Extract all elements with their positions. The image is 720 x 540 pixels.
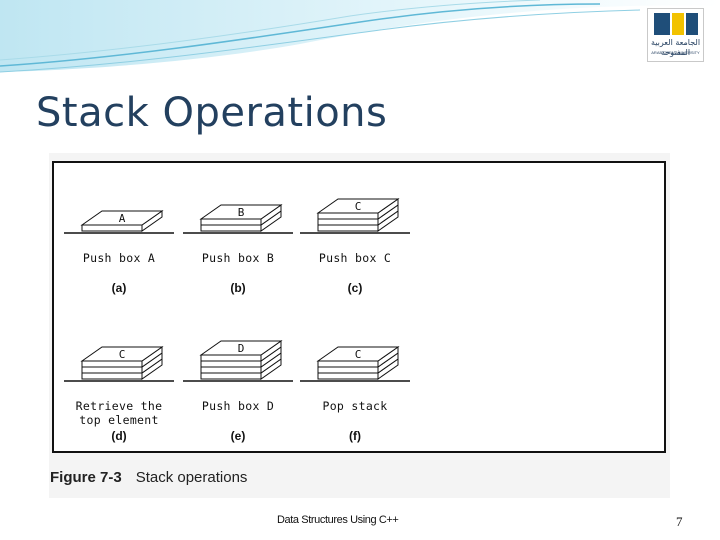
top-box-label: C bbox=[355, 200, 362, 213]
stack-box-layer bbox=[200, 372, 262, 380]
operation-label: Push box B bbox=[173, 251, 303, 265]
stack-panel-6: C Pop stack (f) bbox=[300, 329, 410, 459]
stack-panel-3: C Push box C (c) bbox=[300, 181, 410, 311]
stack-drawing: C bbox=[64, 346, 174, 382]
panel-letter: (b) bbox=[230, 281, 246, 295]
logo-mark-right bbox=[686, 13, 698, 35]
figure-caption: Figure 7-3 Stack operations bbox=[50, 469, 247, 486]
stack-box-layer bbox=[317, 224, 379, 232]
panel-letter: (a) bbox=[111, 281, 127, 295]
logo-mark-middle bbox=[672, 13, 684, 35]
operation-line-1: Push box B bbox=[201, 251, 275, 265]
logo-arabic-text: الجامعة العربية المفتوحة bbox=[650, 38, 701, 57]
operation-line-1: Push box C bbox=[318, 251, 392, 265]
top-box-label: C bbox=[355, 348, 362, 361]
stack-box-layer bbox=[200, 224, 262, 232]
top-box-label: D bbox=[238, 342, 245, 355]
stack-drawing: A bbox=[64, 210, 174, 234]
university-logo: الجامعة العربية المفتوحة ARAB OPEN UNIVE… bbox=[647, 8, 704, 62]
footer-text: Data Structures Using C++ bbox=[277, 514, 399, 526]
top-box-label: B bbox=[238, 206, 245, 219]
panel-letter: (c) bbox=[347, 281, 363, 295]
operation-line-1: Push box D bbox=[201, 399, 275, 413]
page-number: 7 bbox=[676, 514, 683, 529]
logo-english-text: ARAB OPEN UNIVERSITY bbox=[651, 50, 700, 55]
stack-top-face bbox=[316, 198, 400, 214]
stack-box-layer bbox=[200, 218, 262, 226]
logo-mark-left bbox=[654, 13, 670, 35]
operation-label: Push box A bbox=[54, 251, 184, 265]
top-box-label: A bbox=[119, 212, 126, 225]
stack-top-face bbox=[199, 340, 283, 356]
stack-drawing: D bbox=[183, 340, 293, 382]
stack-panel-5: D Push box D (e) bbox=[183, 329, 293, 459]
panel-letter: (e) bbox=[230, 429, 246, 443]
stack-panel-2: B Push box B (b) bbox=[183, 181, 293, 311]
panel-letter: (f) bbox=[349, 429, 361, 443]
stack-box-layer bbox=[81, 224, 143, 232]
header-wave-decoration bbox=[0, 0, 720, 73]
stack-top-face bbox=[316, 346, 400, 362]
stack-box-layer bbox=[317, 360, 379, 368]
stack-box-layer bbox=[81, 360, 143, 368]
stack-drawing: B bbox=[183, 204, 293, 234]
stack-box-layer bbox=[81, 372, 143, 380]
operation-line-1: Push box A bbox=[82, 251, 156, 265]
figure-number: Figure 7-3 bbox=[50, 469, 122, 486]
stack-top-face bbox=[199, 204, 283, 220]
operation-label: Pop stack bbox=[290, 399, 420, 413]
figure-caption-text: Stack operations bbox=[135, 469, 248, 486]
operation-line-1: Retrieve the bbox=[75, 399, 163, 413]
stack-panel-1: A Push box A (a) bbox=[64, 181, 174, 311]
stack-box-layer bbox=[317, 212, 379, 220]
panel-letter: (d) bbox=[111, 429, 127, 443]
operation-label: Push box C bbox=[290, 251, 420, 265]
stack-box-layer bbox=[317, 372, 379, 380]
stack-box-layer bbox=[317, 218, 379, 226]
slide-title: Stack Operations bbox=[36, 90, 388, 136]
stack-box-layer bbox=[200, 354, 262, 362]
top-box-label: C bbox=[119, 348, 126, 361]
stack-drawing: C bbox=[300, 346, 410, 382]
figure-panel: A Push box A (a) B Push box B (b) C Push box C (… bbox=[49, 153, 670, 498]
stack-box-layer bbox=[200, 360, 262, 368]
figure-frame: A Push box A (a) B Push box B (b) C Push box C (… bbox=[52, 161, 666, 453]
stack-top-face bbox=[80, 210, 164, 226]
stack-drawing: C bbox=[300, 198, 410, 234]
operation-label: Push box D bbox=[173, 399, 303, 413]
stack-box-layer bbox=[317, 366, 379, 374]
stack-top-face bbox=[80, 346, 164, 362]
stack-box-layer bbox=[81, 366, 143, 374]
stack-box-layer bbox=[200, 366, 262, 374]
operation-line-1: Pop stack bbox=[322, 399, 388, 413]
operation-line-2: top element bbox=[79, 413, 159, 427]
